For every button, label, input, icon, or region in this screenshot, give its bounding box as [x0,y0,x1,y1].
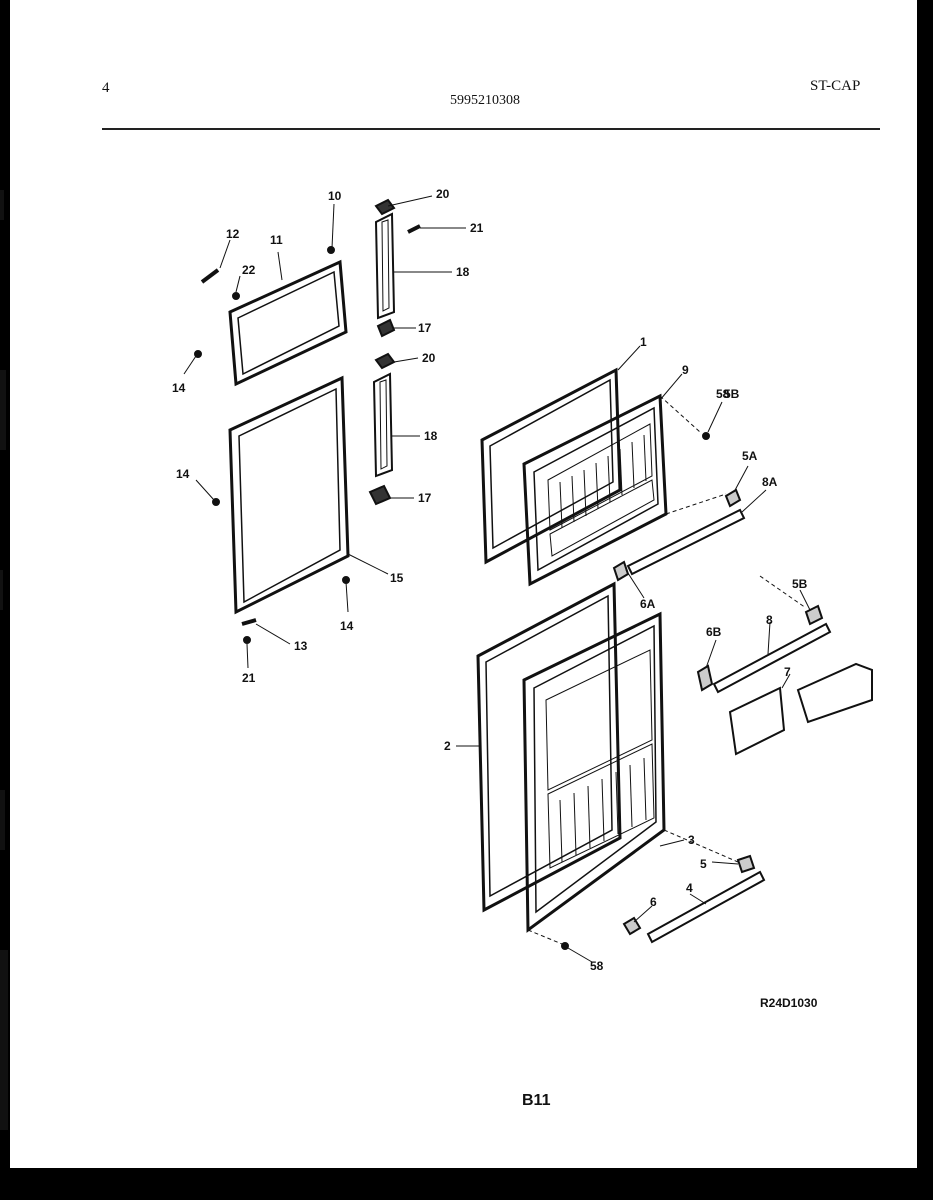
part-13-pin [241,618,257,626]
callout-8A: 8A [762,475,778,489]
callout-5B-upper: 5B [724,387,740,401]
model-code: ST-CAP [810,78,861,94]
callout-5A: 5A [742,449,758,463]
part-number: 5995210308 [450,93,520,108]
callout-10: 10 [328,189,342,203]
part-22-screw [232,292,240,300]
callout-22: 22 [242,263,256,277]
callout-18-lower: 18 [424,429,438,443]
callout-12: 12 [226,227,240,241]
part-6B-cap [696,664,714,692]
part-5B-cap [804,604,824,626]
part-8A-freezer-shelf-bar [626,508,746,576]
header-rule [102,128,880,130]
callout-20-lower: 20 [422,351,436,365]
callout-21-upper: 21 [470,221,484,235]
callout-20-upper: 20 [436,187,450,201]
callout-3: 3 [688,833,695,847]
part-2-fresh-food-door-gasket [476,581,622,913]
part-6A-cap [612,560,630,582]
page-code: B11 [522,1092,551,1109]
part-5A-cap [724,488,742,508]
part-20-lower-clip [374,352,396,370]
part-18-lower-hinge-channel [372,372,394,478]
part-6-cap [622,916,642,936]
callout-8: 8 [766,613,773,627]
callout-1: 1 [640,335,647,349]
part-14-screw-b [212,498,220,506]
part-5-cap [736,854,756,874]
part-10-screw [327,246,335,254]
callout-7: 7 [784,665,791,679]
callout-58-upper: 58 [716,387,730,401]
callout-14-lower: 14 [340,619,354,633]
part-21-screw-lower [243,636,251,644]
part-58-lower-screw [561,942,569,950]
callout-17-upper: 17 [418,321,432,335]
part-20-upper-clip [374,198,396,216]
part-21-screw [407,224,421,234]
callout-14-middle: 14 [176,467,190,481]
part-17-lower-clip [368,484,392,506]
part-9-freezer-inner-door [522,393,668,587]
callout-13: 13 [294,639,308,653]
part-58-upper-screw [702,432,710,440]
scan-edge-marks [0,190,8,1130]
part-12-pin [200,268,220,284]
callout-58-lower: 58 [590,959,604,973]
part-3-fresh-food-inner-door [522,611,666,933]
exploded-parts-diagram: 1 2 3 4 5 5A 5B 5B 6 6A 6B 7 8 8A 9 10 1… [172,187,873,973]
callout-2: 2 [444,739,451,753]
part-8-door-shelf-bar [712,622,832,694]
callout-17-lower: 17 [418,491,432,505]
callout-5B-right: 5B [792,577,808,591]
callout-6: 6 [650,895,657,909]
callout-18-upper: 18 [456,265,470,279]
page-number: 4 [102,80,110,96]
callout-9: 9 [682,363,689,377]
part-4-door-shelf-bar [646,870,766,944]
part-17-upper-clip [376,318,396,338]
callout-5: 5 [700,857,707,871]
part-14-screw [194,350,202,358]
diagram-code: R24D1030 [760,996,818,1010]
part-15-fresh-food-gasket [228,375,350,615]
part-1-freezer-door-gasket [480,367,622,565]
callout-15: 15 [390,571,404,585]
part-11-freezer-gasket [228,259,348,387]
callout-14-upper: 14 [172,381,186,395]
callout-11: 11 [270,233,283,247]
callout-4: 4 [686,881,693,895]
callout-21-lower: 21 [242,671,256,685]
part-7-dairy-compartment [728,662,873,756]
callout-6A: 6A [640,597,656,611]
page: 4 5995210308 ST-CAP [10,0,917,1168]
part-18-upper-hinge-channel [374,212,396,320]
callout-6B: 6B [706,625,722,639]
